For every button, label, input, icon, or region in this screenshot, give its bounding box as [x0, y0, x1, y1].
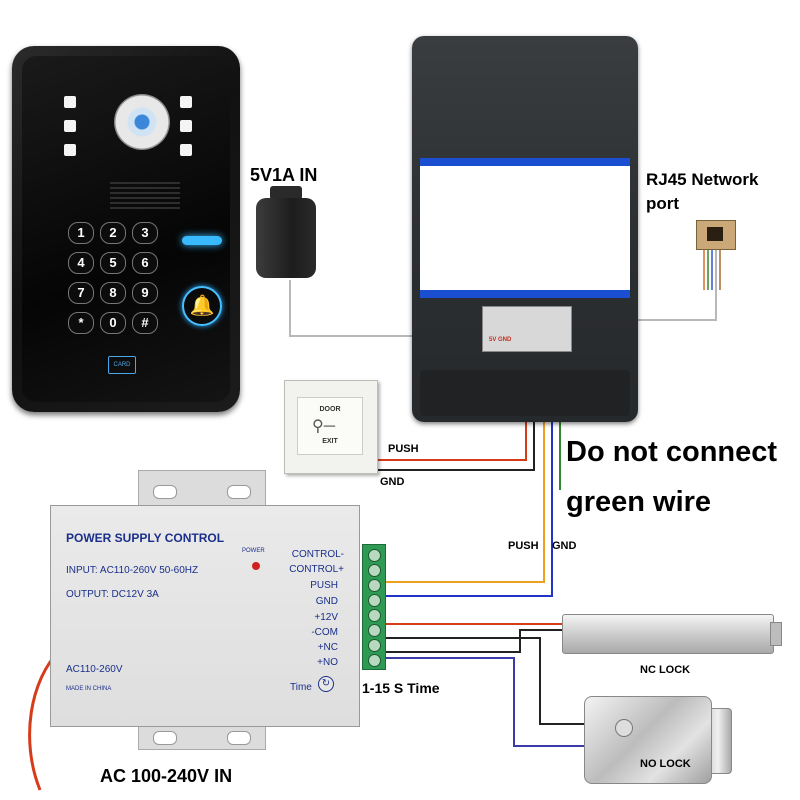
psu-time-label: Time — [290, 682, 312, 693]
exit-button-text-exit: EXIT — [322, 438, 338, 445]
ir-led — [64, 120, 76, 132]
exit-push-label: PUSH — [388, 443, 419, 455]
monitor-terminal-block: 5V GND — [482, 306, 572, 352]
terminal-screw[interactable] — [368, 564, 381, 577]
mount-hole — [153, 485, 177, 499]
time-adjust-knob[interactable]: ↻ — [318, 676, 334, 692]
exit-gnd-label: GND — [380, 476, 405, 488]
psu-made-in: MADE IN CHINA — [66, 686, 112, 692]
warning-line1: Do not connect — [566, 436, 778, 468]
psu-terminal-block — [362, 544, 386, 670]
terminal-label-control-plus: CONTROL+ — [289, 564, 344, 575]
ir-led — [64, 96, 76, 108]
door-keypad: 1 2 3 4 5 6 7 8 9 * 0 # 🔔 CARD — [12, 46, 240, 412]
terminal-screw[interactable] — [368, 639, 381, 652]
psu-power-led — [252, 562, 260, 570]
key-hash[interactable]: # — [132, 312, 158, 334]
time-range-label: 1-15 S Time — [362, 680, 440, 696]
key-7[interactable]: 7 — [68, 282, 94, 304]
monitor-terminal-text: 5V GND — [489, 337, 512, 343]
key-2[interactable]: 2 — [100, 222, 126, 244]
card-reader-icon: CARD — [108, 356, 136, 374]
terminal-label-nc: +NC — [317, 642, 338, 653]
terminal-screw[interactable] — [368, 549, 381, 562]
key-9[interactable]: 9 — [132, 282, 158, 304]
rj45-port-icon — [707, 227, 723, 241]
lock-cylinder-icon — [615, 719, 633, 737]
psu-gnd-wire — [384, 336, 553, 597]
psu-output-spec: OUTPUT: DC12V 3A — [66, 589, 159, 600]
terminal-label-control-minus: CONTROL- — [291, 549, 344, 560]
mount-hole — [227, 485, 251, 499]
keypad-face: 1 2 3 4 5 6 7 8 9 * 0 # 🔔 CARD — [22, 56, 230, 402]
mount-hole — [153, 731, 177, 745]
no-wire — [384, 657, 600, 747]
com-wire — [384, 637, 600, 725]
exit-button-face: DOOR ⚲─ EXIT — [297, 397, 363, 455]
psu-input-spec: INPUT: AC110-260V 50-60HZ — [66, 565, 199, 576]
key-1[interactable]: 1 — [68, 222, 94, 244]
ir-led — [64, 144, 76, 156]
nc-wire — [384, 629, 562, 653]
terminal-screw[interactable] — [368, 579, 381, 592]
ac-input-label: AC 100-240V IN — [100, 766, 233, 786]
magnetic-lock-cap — [770, 622, 782, 646]
exit-button-text-door: DOOR — [319, 406, 341, 413]
adapter-plug — [270, 186, 302, 200]
key-6[interactable]: 6 — [132, 252, 158, 274]
key-star[interactable]: * — [68, 312, 94, 334]
psu-power-led-label: POWER — [242, 548, 265, 554]
power-supply-box — [50, 505, 360, 727]
key-icon: ⚲─ — [312, 418, 336, 435]
psu-ac-label: AC110-260V — [66, 664, 123, 675]
status-light-bar — [182, 236, 222, 245]
doorbell-button-icon[interactable]: 🔔 — [182, 286, 222, 326]
terminal-label-no: +NO — [317, 657, 338, 668]
terminal-label-gnd: GND — [315, 596, 338, 607]
speaker-grille — [110, 182, 180, 210]
nc-lock-label: NC LOCK — [640, 664, 691, 676]
monitor-label-panel — [420, 158, 630, 298]
exit-button[interactable]: DOOR ⚲─ EXIT — [284, 380, 378, 474]
rj45-label-line2: port — [646, 194, 680, 213]
rj45-label-line1: RJ45 Network — [646, 170, 759, 189]
camera-lens-icon — [114, 94, 170, 150]
magnetic-lock — [562, 614, 774, 654]
warning-line2: green wire — [566, 486, 712, 518]
terminal-screw[interactable] — [368, 624, 381, 637]
psu-push-wire-label: PUSH — [508, 540, 539, 552]
terminal-screw[interactable] — [368, 594, 381, 607]
terminal-label-com: -COM — [311, 627, 338, 638]
ir-led — [180, 96, 192, 108]
key-3[interactable]: 3 — [132, 222, 158, 244]
key-0[interactable]: 0 — [100, 312, 126, 334]
key-8[interactable]: 8 — [100, 282, 126, 304]
no-lock-label: NO LOCK — [640, 758, 691, 770]
psu-gnd-wire-label: GND — [552, 540, 577, 552]
terminal-screw[interactable] — [368, 654, 381, 667]
rj45-wire-bundle — [703, 248, 721, 290]
monitor-bottom-panel — [420, 370, 630, 416]
rj45-connector — [696, 220, 736, 250]
power-adapter — [256, 198, 316, 278]
key-5[interactable]: 5 — [100, 252, 126, 274]
psu-title: POWER SUPPLY CONTROL — [66, 531, 225, 545]
ir-led — [180, 120, 192, 132]
key-4[interactable]: 4 — [68, 252, 94, 274]
ir-led — [180, 144, 192, 156]
mount-hole — [227, 731, 251, 745]
terminal-label-12v: +12V — [314, 612, 338, 623]
terminal-label-push: PUSH — [310, 580, 338, 591]
power-in-label: 5V1A IN — [250, 165, 318, 185]
electric-lock — [584, 696, 712, 784]
terminal-screw[interactable] — [368, 609, 381, 622]
